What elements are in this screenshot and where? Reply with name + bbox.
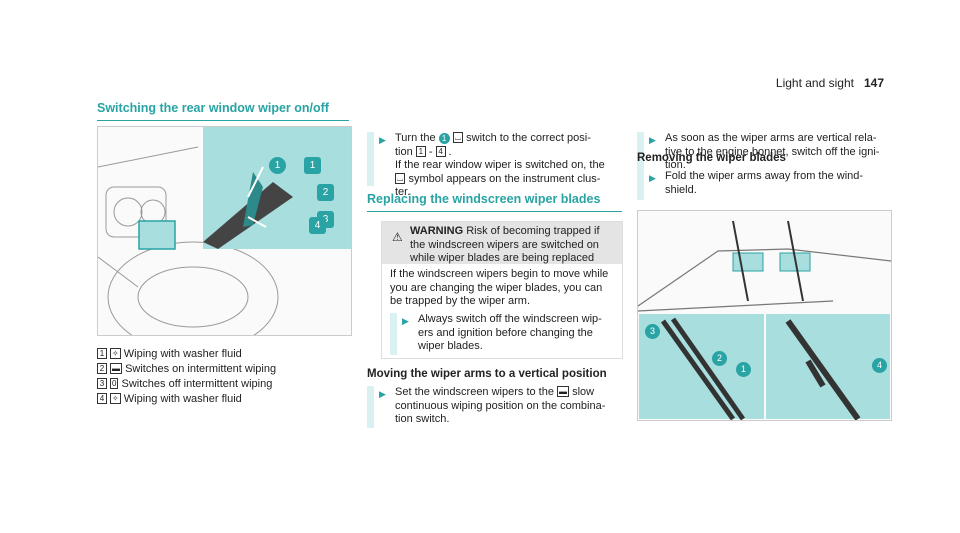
page-header: Light and sight 147 — [776, 76, 884, 90]
step-arrow-icon: ▶ — [379, 135, 386, 145]
legend-item-4: 4✧ Wiping with washer fluid — [97, 393, 242, 405]
step-set-wipers: ▶ Set the windscreen wipers to the ▬ slo… — [367, 386, 622, 428]
intermittent-icon: ▬ — [110, 363, 122, 374]
rear-wiper-icon: ⌴ — [395, 172, 406, 184]
callout-2: 2 — [317, 184, 334, 201]
figure-steering-column: 1 1 2 3 4 — [97, 126, 352, 353]
wiper-callout-1: 1 — [736, 362, 751, 377]
warning-label: WARNING — [410, 225, 464, 237]
wiper-callout-3: 3 — [645, 324, 660, 339]
figure-wiper-blades: 3 2 1 4 — [637, 210, 892, 421]
callout-1-icon: 1 — [438, 133, 450, 144]
callout-1: 1 — [304, 157, 321, 174]
legend-item-1: 1✧ Wiping with washer fluid — [97, 348, 242, 360]
wiper-callout-4: 4 — [872, 358, 887, 373]
section-title: Light and sight — [775, 76, 854, 90]
wiper-callout-2: 2 — [712, 351, 727, 366]
washer-icon: ✧ — [110, 393, 121, 404]
callout-4: 4 — [309, 217, 326, 234]
warning-icon: ⚠ — [392, 230, 403, 244]
continuous-wipe-icon: ▬ — [557, 386, 570, 397]
step-turn-switch: ▶ Turn the 1 ⌴ switch to the correct pos… — [367, 132, 622, 198]
step-fold-arms: ▶ Fold the wiper arms away from the wind… — [637, 170, 892, 200]
wiper-illustration — [637, 220, 892, 421]
step-switch-off-ignition: ▶ As soon as the wiper arms are vertical… — [637, 132, 892, 174]
warning-box: ⚠ WARNING Risk of becoming trapped if th… — [381, 221, 623, 359]
callout-badge-1: 1 — [269, 157, 286, 174]
subheading-remove: Removing the wiper blades — [637, 152, 786, 164]
heading-rear-wiper: Switching the rear window wiper on/off — [97, 101, 349, 121]
washer-icon: ✧ — [110, 348, 121, 359]
rear-wiper-icon: ⌴ — [452, 132, 464, 143]
subheading-vertical: Moving the wiper arms to a vertical posi… — [367, 368, 607, 380]
warning-body: If the windscreen wipers begin to move w… — [390, 268, 609, 307]
page-number: 147 — [863, 76, 884, 90]
heading-replace-blades: Replacing the windscreen wiper blades — [367, 192, 622, 212]
warning-step: ▶ Always switch off the windscreen wip- … — [390, 313, 615, 355]
off-icon: 0 — [110, 378, 119, 389]
legend-item-2: 2▬ Switches on intermittent wiping — [97, 363, 276, 375]
